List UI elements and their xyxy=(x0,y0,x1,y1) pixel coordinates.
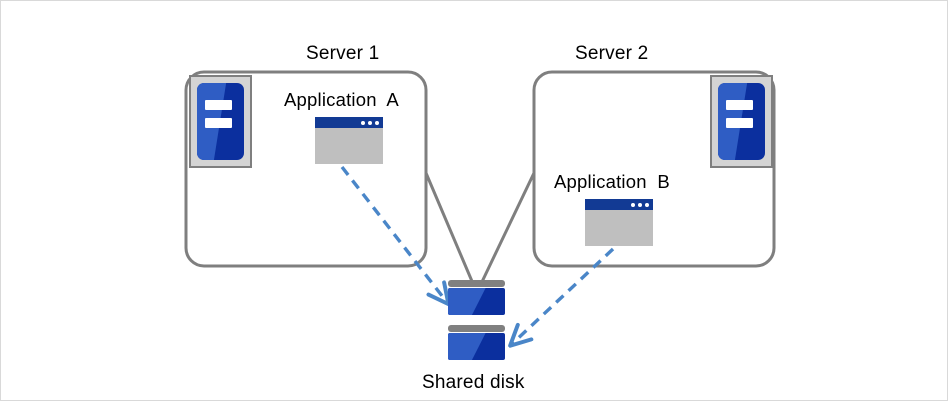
application-a-access-arrow xyxy=(340,165,451,307)
window-dot-icon xyxy=(631,202,635,207)
server-1-to-disk-connector xyxy=(424,172,476,287)
application-window-titlebar xyxy=(585,199,653,210)
application-a-label: Application A xyxy=(284,89,399,110)
server-2-boundary xyxy=(532,70,776,268)
disk-highlight xyxy=(448,333,486,360)
server-2-title: Server 2 xyxy=(575,43,649,64)
server-rack-slot-1 xyxy=(725,99,754,110)
application-window-titlebar xyxy=(315,117,383,128)
server-1-boundary xyxy=(184,70,428,268)
disk-stack-icon xyxy=(448,280,505,360)
server-rack-body xyxy=(718,83,765,160)
disk-cap xyxy=(448,325,505,332)
disk-highlight xyxy=(448,288,486,315)
disk-cap xyxy=(448,280,505,287)
server-rack-slot-2 xyxy=(725,117,754,128)
application-b-access-arrow xyxy=(508,247,615,348)
window-dot-icon xyxy=(375,120,379,125)
disk-unit xyxy=(448,280,505,315)
server-rack-slot-2 xyxy=(204,117,233,128)
window-dot-icon xyxy=(361,120,365,125)
window-dot-icon xyxy=(645,202,649,207)
server-1-title: Server 1 xyxy=(306,43,380,64)
server-rack-slot-1 xyxy=(204,99,233,110)
application-window-icon xyxy=(585,199,653,246)
window-dot-icon xyxy=(368,120,372,125)
server-rack-body xyxy=(197,83,244,160)
server-rack-icon xyxy=(189,75,252,168)
shared-disk-label: Shared disk xyxy=(422,372,525,393)
disk-body xyxy=(448,333,505,360)
application-window-icon xyxy=(315,117,383,164)
application-b-label: Application B xyxy=(554,171,670,192)
server-rack-icon xyxy=(710,75,773,168)
window-dot-icon xyxy=(638,202,642,207)
disk-body xyxy=(448,288,505,315)
server-2-to-disk-connector xyxy=(478,172,536,287)
disk-unit xyxy=(448,325,505,360)
